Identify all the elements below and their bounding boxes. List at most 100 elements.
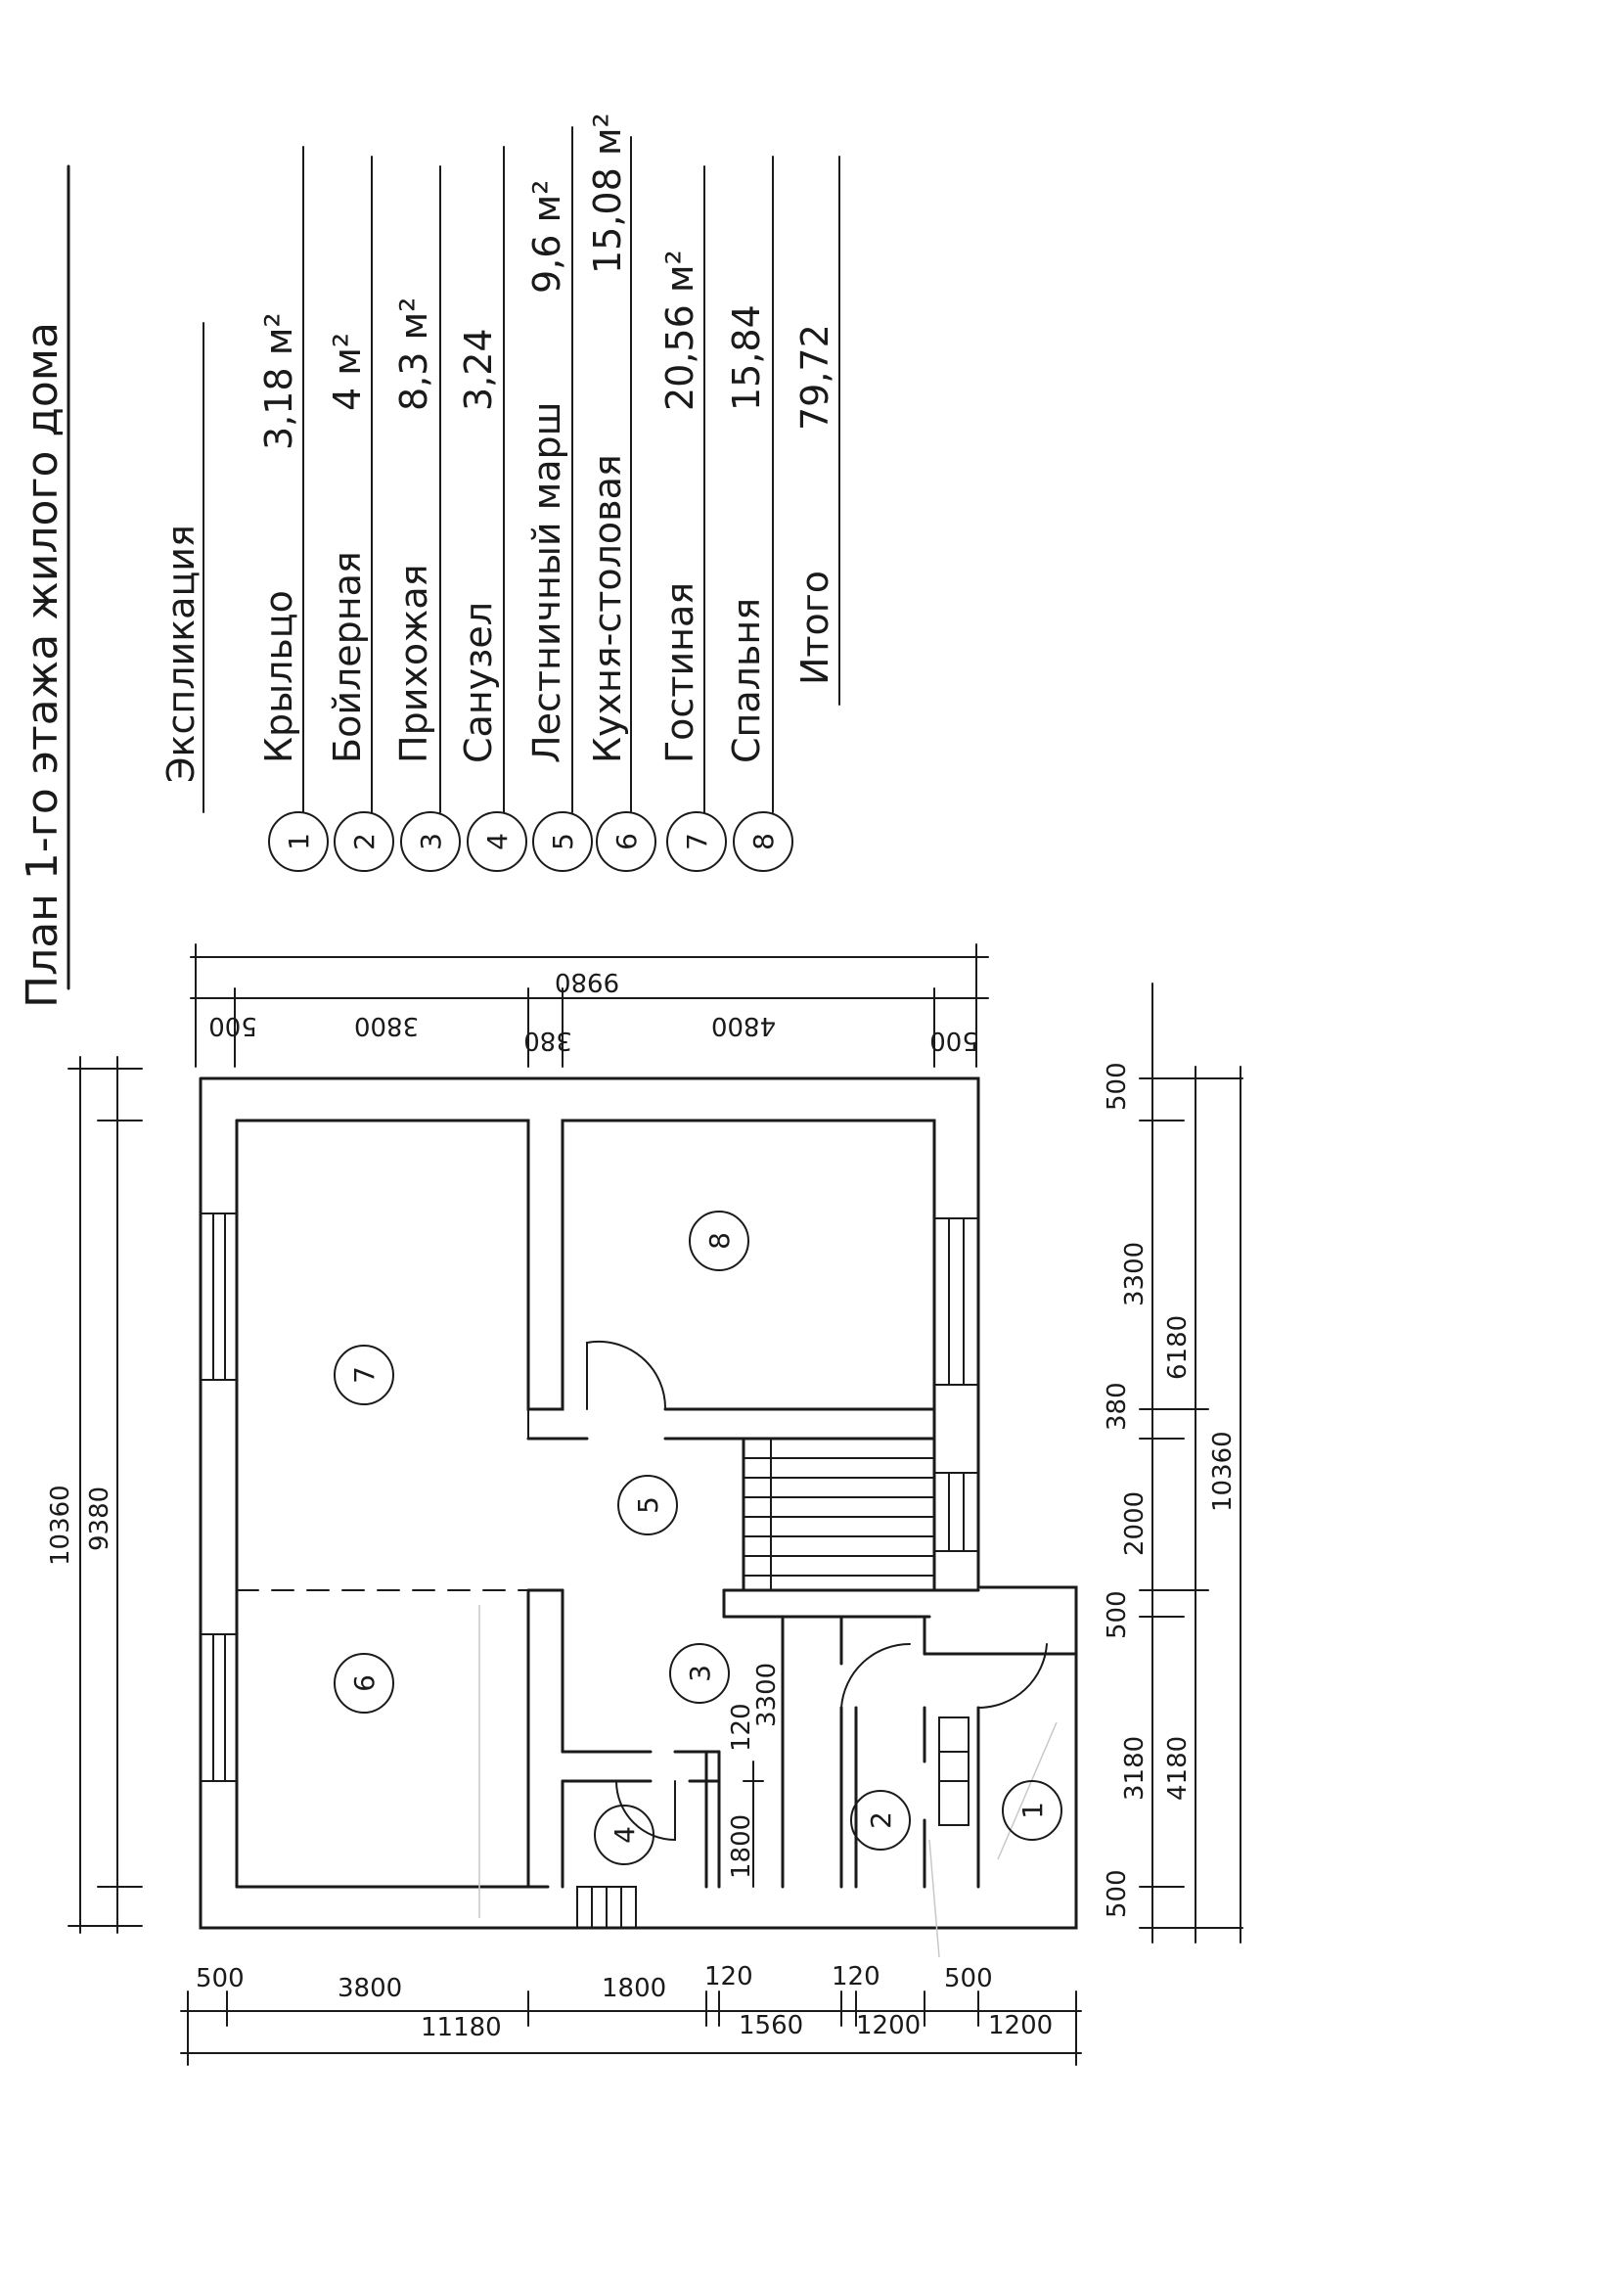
room-marker-7: 7 [334,1345,394,1405]
window-right-top [933,1217,979,1386]
legend-area-4: 3,24 [457,328,500,411]
dim-bottom-500-left: 500 [196,1964,245,1993]
svg-text:6: 6 [610,833,643,850]
legend-marker-8: 8 [733,811,793,872]
dim-inner-1800: 1800 [727,1814,756,1879]
dim-top-overall: 9980 [555,967,619,996]
dim-top-500-left: 500 [208,1011,257,1040]
dim-right-500-a: 500 [1103,1062,1132,1111]
window-left-top [200,1213,238,1381]
svg-text:7: 7 [348,1366,381,1384]
inner-wall [235,1119,936,1589]
legend-name-2: Бойлерная [326,551,369,763]
room-marker-3: 3 [669,1643,730,1704]
dim-top-4800: 4800 [711,1011,776,1040]
legend-area-7: 20,56 м² [658,250,701,411]
svg-text:2: 2 [865,1811,897,1829]
dim-bottom-1200-b: 1200 [988,2011,1053,2040]
svg-text:1: 1 [283,833,315,850]
legend-area-2: 4 м² [326,333,369,411]
legend-name-7: Гостиная [658,582,701,763]
dim-bottom-120-a: 120 [704,1962,753,1991]
room-marker-1: 1 [1002,1780,1062,1841]
dim-right-6180: 6180 [1163,1315,1193,1380]
dim-inner-3300: 3300 [752,1663,782,1727]
dim-right-2000: 2000 [1120,1491,1150,1556]
room-marker-4: 4 [594,1805,654,1865]
porch-door [977,1643,1048,1710]
dim-bottom-1560: 1560 [739,2011,803,2040]
legend-marker-5: 5 [532,811,593,872]
legend-total-value: 79,72 [793,324,836,431]
bottom-dimension-chain: 500 3800 1800 120 120 500 11180 1560 120… [180,1962,1082,2066]
legend-name-1: Крыльцо [257,590,300,763]
legend-area-1: 3,18 м² [257,312,300,450]
legend-total-label: Итого [793,571,836,685]
dim-right-3180: 3180 [1120,1736,1150,1801]
dim-top-380: 380 [523,1026,572,1055]
legend-area-8: 15,84 [725,304,768,411]
svg-text:4: 4 [609,1826,641,1844]
legend-name-5: Лестничный марш [525,402,568,763]
room-marker-2: 2 [850,1790,911,1851]
dim-left-outer: 10360 [46,1485,75,1566]
legend-block: Экспликация 1 2 3 4 5 [159,113,840,872]
bathroom-door [615,1780,676,1842]
legend-marker-2: 2 [334,811,394,872]
dim-bottom-11180: 11180 [421,2013,502,2042]
dim-right-overall: 10360 [1208,1431,1238,1512]
dim-top-500-right: 500 [929,1026,978,1055]
dim-left-inner: 9380 [85,1487,114,1551]
legend-heading: Экспликация [159,525,203,783]
dim-bottom-120-b: 120 [832,1962,880,1991]
staircase [742,1437,936,1592]
left-dimension-chain: 10360 9380 [46,1056,143,1934]
legend-area-5: 9,6 м² [525,180,568,294]
top-dimension-chain: 9980 500 3800 380 4800 500 [190,943,989,1068]
dim-bottom-3800: 3800 [338,1974,402,2003]
room-marker-8: 8 [689,1211,749,1271]
svg-text:5: 5 [632,1496,664,1514]
legend-marker-6: 6 [596,811,656,872]
svg-text:8: 8 [747,833,780,850]
dim-right-500-b: 500 [1103,1590,1132,1639]
legend-area-3: 8,3 м² [392,297,435,411]
dim-bottom-1800: 1800 [602,1974,666,2003]
legend-area-6: 15,08 м² [586,113,629,274]
svg-text:2: 2 [348,833,381,850]
window-left-bottom [200,1633,238,1782]
svg-text:4: 4 [481,833,514,850]
dim-inner-120: 120 [727,1703,756,1752]
room-marker-6: 6 [334,1653,394,1714]
dim-top-3800: 3800 [354,1011,419,1040]
legend-name-6: Кухня-столовая [586,454,629,763]
dim-right-500-c: 500 [1103,1869,1132,1918]
plan-title: План 1-го этажа жилого дома [18,322,68,1008]
svg-text:6: 6 [348,1674,381,1692]
porch-steps [938,1716,970,1826]
svg-text:3: 3 [415,833,447,850]
legend-name-4: Санузел [457,602,500,763]
right-dimension-chain: 500 3300 380 2000 500 3180 500 6180 4180… [1103,983,1243,1944]
dim-right-3300: 3300 [1120,1242,1150,1306]
dim-right-380: 380 [1103,1382,1132,1431]
outer-wall [199,1076,1078,1930]
window-right-stair [933,1472,979,1552]
dim-bottom-500-right: 500 [944,1964,993,1993]
svg-text:5: 5 [547,833,579,850]
legend-marker-1: 1 [268,811,329,872]
legend-marker-3: 3 [400,811,461,872]
svg-text:8: 8 [703,1232,736,1250]
svg-text:3: 3 [684,1665,716,1682]
legend-name-3: Прихожая [392,564,435,763]
legend-marker-4: 4 [467,811,527,872]
room-marker-5: 5 [617,1475,678,1535]
svg-text:7: 7 [681,833,713,850]
dim-bottom-1200-a: 1200 [856,2011,921,2040]
boiler-door [840,1642,911,1709]
dim-right-4180: 4180 [1163,1736,1193,1801]
legend-marker-7: 7 [666,811,727,872]
floor-plan: 120 3300 1800 [199,1076,1078,1958]
bedroom-door [586,1340,667,1410]
